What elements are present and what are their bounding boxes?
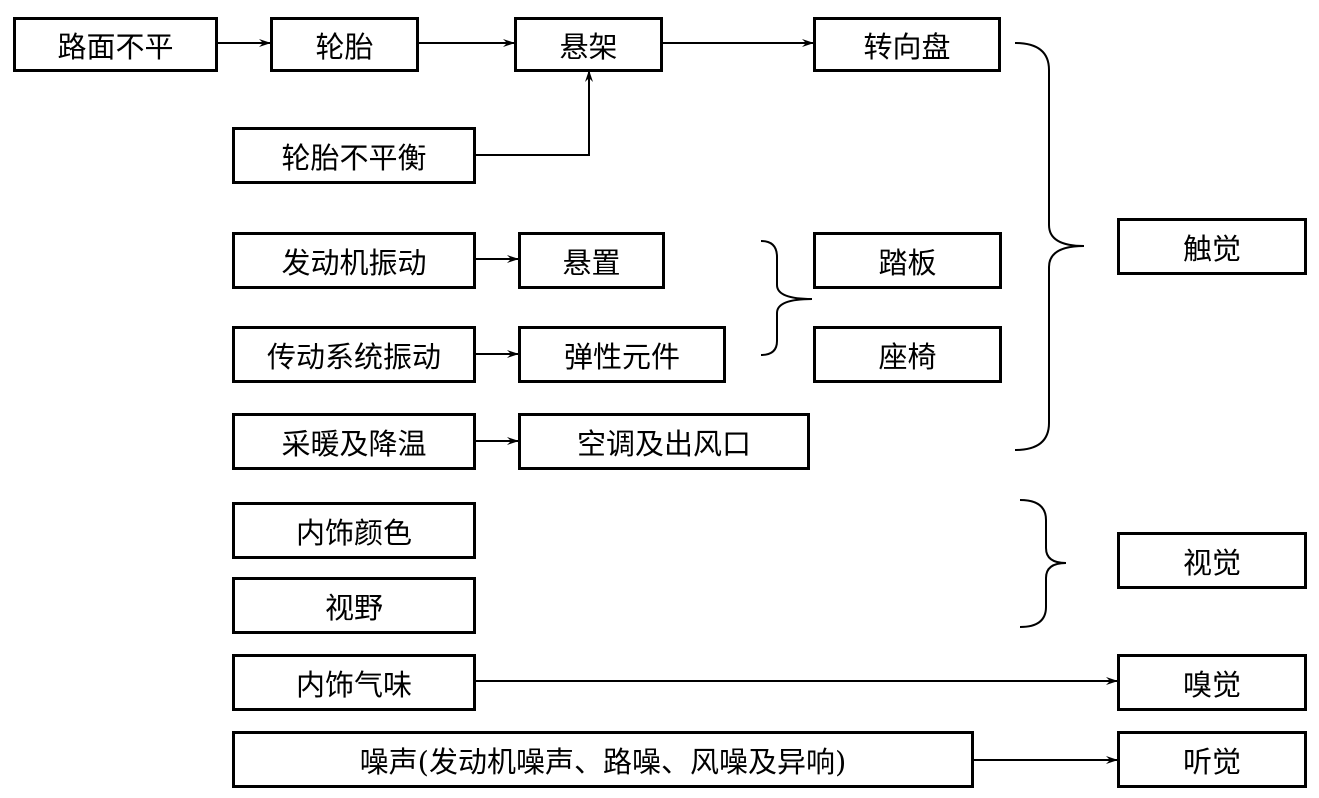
node-tire: 轮胎	[270, 17, 419, 72]
node-steering-wheel: 转向盘	[813, 17, 1001, 72]
node-seat: 座椅	[813, 326, 1002, 383]
node-vision: 视觉	[1117, 532, 1307, 589]
node-hearing: 听觉	[1117, 731, 1307, 788]
node-interior-color: 内饰颜色	[232, 502, 476, 559]
node-pedal: 踏板	[813, 232, 1002, 289]
node-noise: 噪声(发动机噪声、路噪、风噪及异响)	[232, 731, 974, 788]
node-drivetrain-vibration: 传动系统振动	[232, 326, 476, 383]
node-mount: 悬置	[518, 232, 665, 289]
node-road-uneven: 路面不平	[13, 17, 218, 72]
node-ac-vent: 空调及出风口	[518, 413, 810, 470]
node-smell: 嗅觉	[1117, 654, 1307, 711]
node-touch: 触觉	[1117, 218, 1307, 275]
node-field-of-view: 视野	[232, 577, 476, 634]
brace-vibration-to-pedal-seat	[760, 240, 813, 356]
node-hvac: 采暖及降温	[232, 413, 476, 470]
brace-vision	[1019, 499, 1067, 628]
arrow-imbalance-to-suspension	[475, 70, 593, 156]
node-engine-vibration: 发动机振动	[232, 232, 476, 289]
brace-touch	[1014, 42, 1085, 451]
node-suspension: 悬架	[514, 17, 663, 72]
node-elastic-element: 弹性元件	[518, 326, 726, 383]
node-tire-imbalance: 轮胎不平衡	[232, 127, 476, 184]
node-interior-odor: 内饰气味	[232, 654, 476, 711]
